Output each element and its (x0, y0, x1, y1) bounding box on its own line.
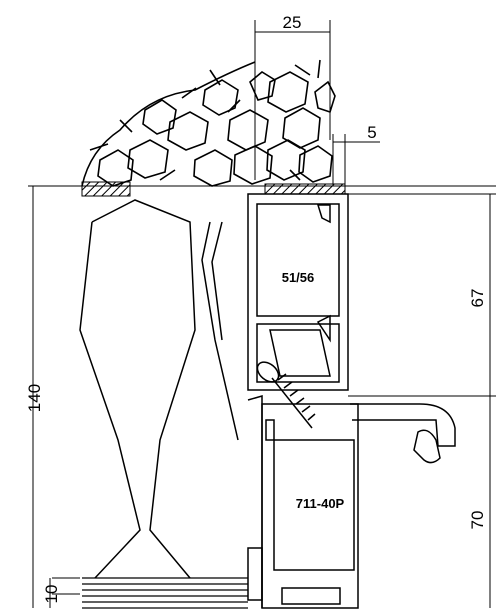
dim-label-25: 25 (283, 13, 302, 32)
dim-label-67: 67 (468, 289, 487, 308)
dim-bottom-offset (49, 577, 80, 608)
dim-right (348, 193, 496, 608)
glazing-bead-outline (79, 199, 239, 579)
profile-upper (247, 193, 349, 391)
screw-icon (256, 361, 316, 429)
dim-label-5: 5 (367, 123, 376, 142)
dim-top-width (254, 20, 331, 180)
bottom-plates (82, 577, 248, 609)
hatch-strip-right (264, 183, 346, 195)
dim-label-140: 140 (25, 384, 44, 412)
hatch-strip-left (81, 181, 131, 197)
dim-label-70: 70 (468, 511, 487, 530)
dim-gap (332, 134, 380, 186)
stone-fill (81, 59, 336, 187)
dim-label-10: 10 (42, 585, 61, 604)
profile-label-upper: 51/56 (282, 270, 315, 285)
profile-label-lower: 711-40P (296, 496, 345, 511)
profile-lower (247, 395, 456, 609)
